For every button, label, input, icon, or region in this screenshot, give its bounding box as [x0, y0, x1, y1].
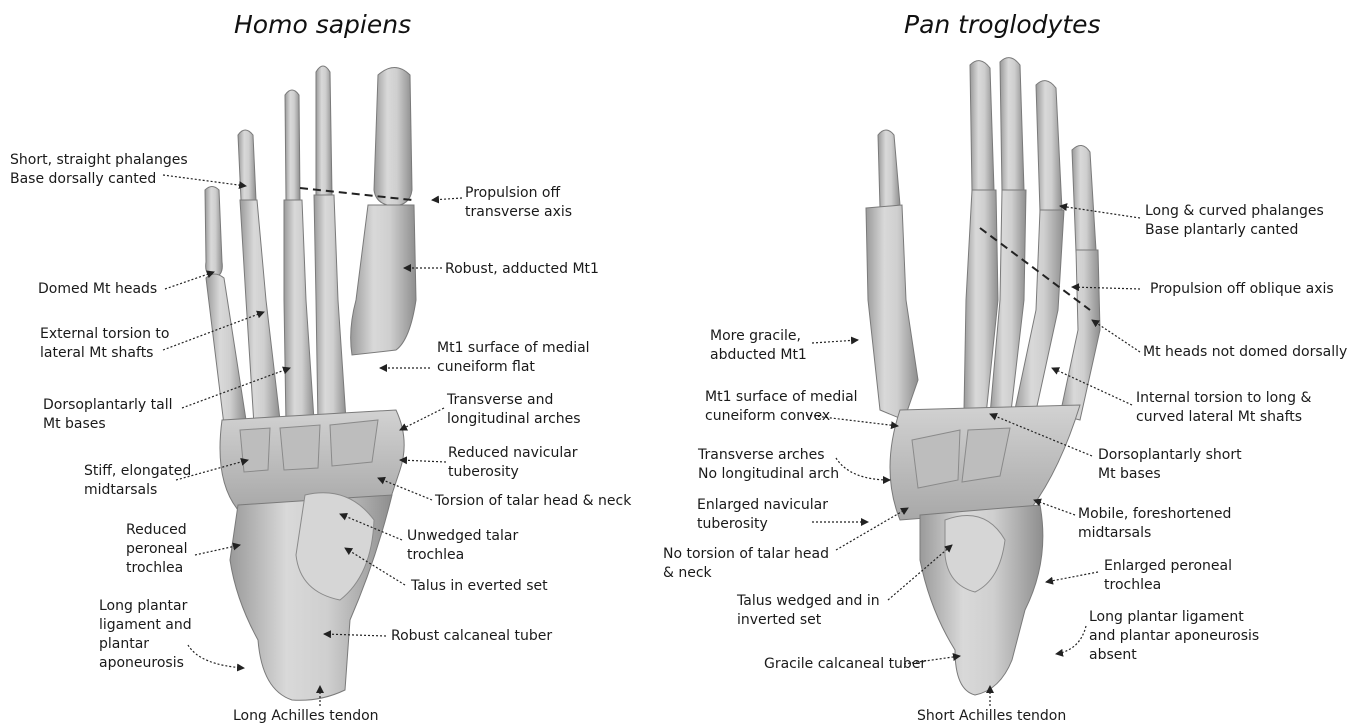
chimp-title: Pan troglodytes [904, 10, 1101, 39]
label-enlarged-peroneal: Enlarged peroneal trochlea [1104, 557, 1232, 595]
label-enlarged-navicular: Enlarged navicular tuberosity [697, 496, 828, 534]
label-mt1-surface-flat: Mt1 surface of medial cuneiform flat [437, 339, 590, 377]
label-dorsoplantarly-tall: Dorsoplantarly tall Mt bases [43, 396, 173, 434]
label-gracile-calcaneal: Gracile calcaneal tuber [764, 655, 926, 674]
label-long-achilles: Long Achilles tendon [233, 707, 379, 726]
label-propulsion-transverse: Propulsion off transverse axis [465, 184, 572, 222]
label-talus-wedged: Talus wedged and in inverted set [737, 592, 880, 630]
label-external-torsion: External torsion to lateral Mt shafts [40, 325, 169, 363]
label-propulsion-oblique: Propulsion off oblique axis [1150, 280, 1334, 299]
human-title: Homo sapiens [234, 10, 411, 39]
label-dorsoplantarly-short: Dorsoplantarly short Mt bases [1098, 446, 1242, 484]
label-robust-adducted-mt1: Robust, adducted Mt1 [445, 260, 599, 279]
label-short-straight-phalanges: Short, straight phalanges Base dorsally … [10, 151, 188, 189]
label-reduced-navicular: Reduced navicular tuberosity [448, 444, 578, 482]
chimp-foot-bones [866, 58, 1100, 695]
label-robust-calcaneal: Robust calcaneal tuber [391, 627, 552, 646]
label-reduced-peroneal: Reduced peroneal trochlea [126, 521, 187, 578]
label-mobile-midtarsals: Mobile, foreshortened midtarsals [1078, 505, 1231, 543]
label-mt1-surface-convex: Mt1 surface of medial cuneiform convex [705, 388, 858, 426]
label-unwedged-trochlea: Unwedged talar trochlea [407, 527, 518, 565]
label-gracile-mt1: More gracile, abducted Mt1 [710, 327, 807, 365]
label-transverse-longitudinal-arches: Transverse and longitudinal arches [447, 391, 581, 429]
label-no-torsion-talar: No torsion of talar head & neck [663, 545, 829, 583]
label-transverse-arches: Transverse arches No longitudinal arch [698, 446, 839, 484]
human-foot-bones [205, 66, 416, 700]
label-domed-mt-heads: Domed Mt heads [38, 280, 157, 299]
label-short-achilles: Short Achilles tendon [917, 707, 1066, 726]
label-torsion-talar-head: Torsion of talar head & neck [435, 492, 631, 511]
label-talus-everted: Talus in everted set [411, 577, 548, 596]
label-long-plantar: Long plantar ligament and plantar aponeu… [99, 597, 192, 673]
label-plantar-absent: Long plantar ligament and plantar aponeu… [1089, 608, 1259, 665]
label-internal-torsion: Internal torsion to long & curved latera… [1136, 389, 1311, 427]
label-long-curved-phalanges: Long & curved phalanges Base plantarly c… [1145, 202, 1324, 240]
label-heads-not-domed: Mt heads not domed dorsally [1143, 343, 1347, 362]
label-stiff-midtarsals: Stiff, elongated midtarsals [84, 462, 191, 500]
